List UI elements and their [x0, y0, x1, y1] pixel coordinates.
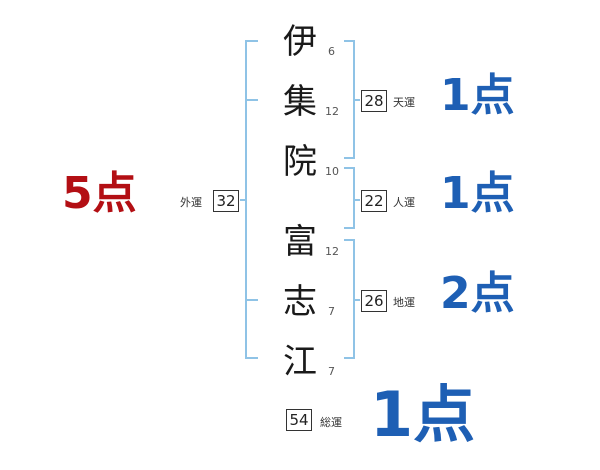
char-1: 伊	[283, 22, 317, 62]
sou-label: 総運	[320, 416, 342, 429]
ten-label: 天運	[393, 96, 415, 109]
ten-score: 1点	[440, 70, 515, 121]
char-2: 集	[283, 82, 317, 122]
chi-value: 26	[361, 290, 387, 312]
stroke-count-2: 12	[325, 105, 339, 118]
ten-bracket	[344, 40, 355, 159]
jin-value: 22	[361, 190, 387, 212]
chi-bracket	[344, 239, 355, 359]
jin-label: 人運	[393, 196, 415, 209]
ten-value: 28	[361, 90, 387, 112]
char-3: 院	[283, 142, 317, 182]
jin-bracket	[344, 167, 355, 229]
chi-score: 2点	[440, 268, 515, 319]
char-5: 志	[283, 282, 317, 322]
char-6: 江	[283, 342, 317, 382]
gai-label: 外運	[180, 196, 202, 209]
char-4: 富	[283, 222, 317, 262]
stroke-count-4: 12	[325, 245, 339, 258]
gai-score: 5点	[62, 168, 137, 219]
stroke-count-1: 6	[328, 45, 335, 58]
sou-value: 54	[286, 409, 312, 431]
stroke-count-6: 7	[328, 365, 335, 378]
gai-value: 32	[213, 190, 239, 212]
jin-score: 1点	[440, 168, 515, 219]
sou-score: 1点	[370, 378, 476, 451]
outer-bracket	[245, 40, 258, 359]
chi-label: 地運	[393, 296, 415, 309]
stroke-count-5: 7	[328, 305, 335, 318]
stroke-count-3: 10	[325, 165, 339, 178]
